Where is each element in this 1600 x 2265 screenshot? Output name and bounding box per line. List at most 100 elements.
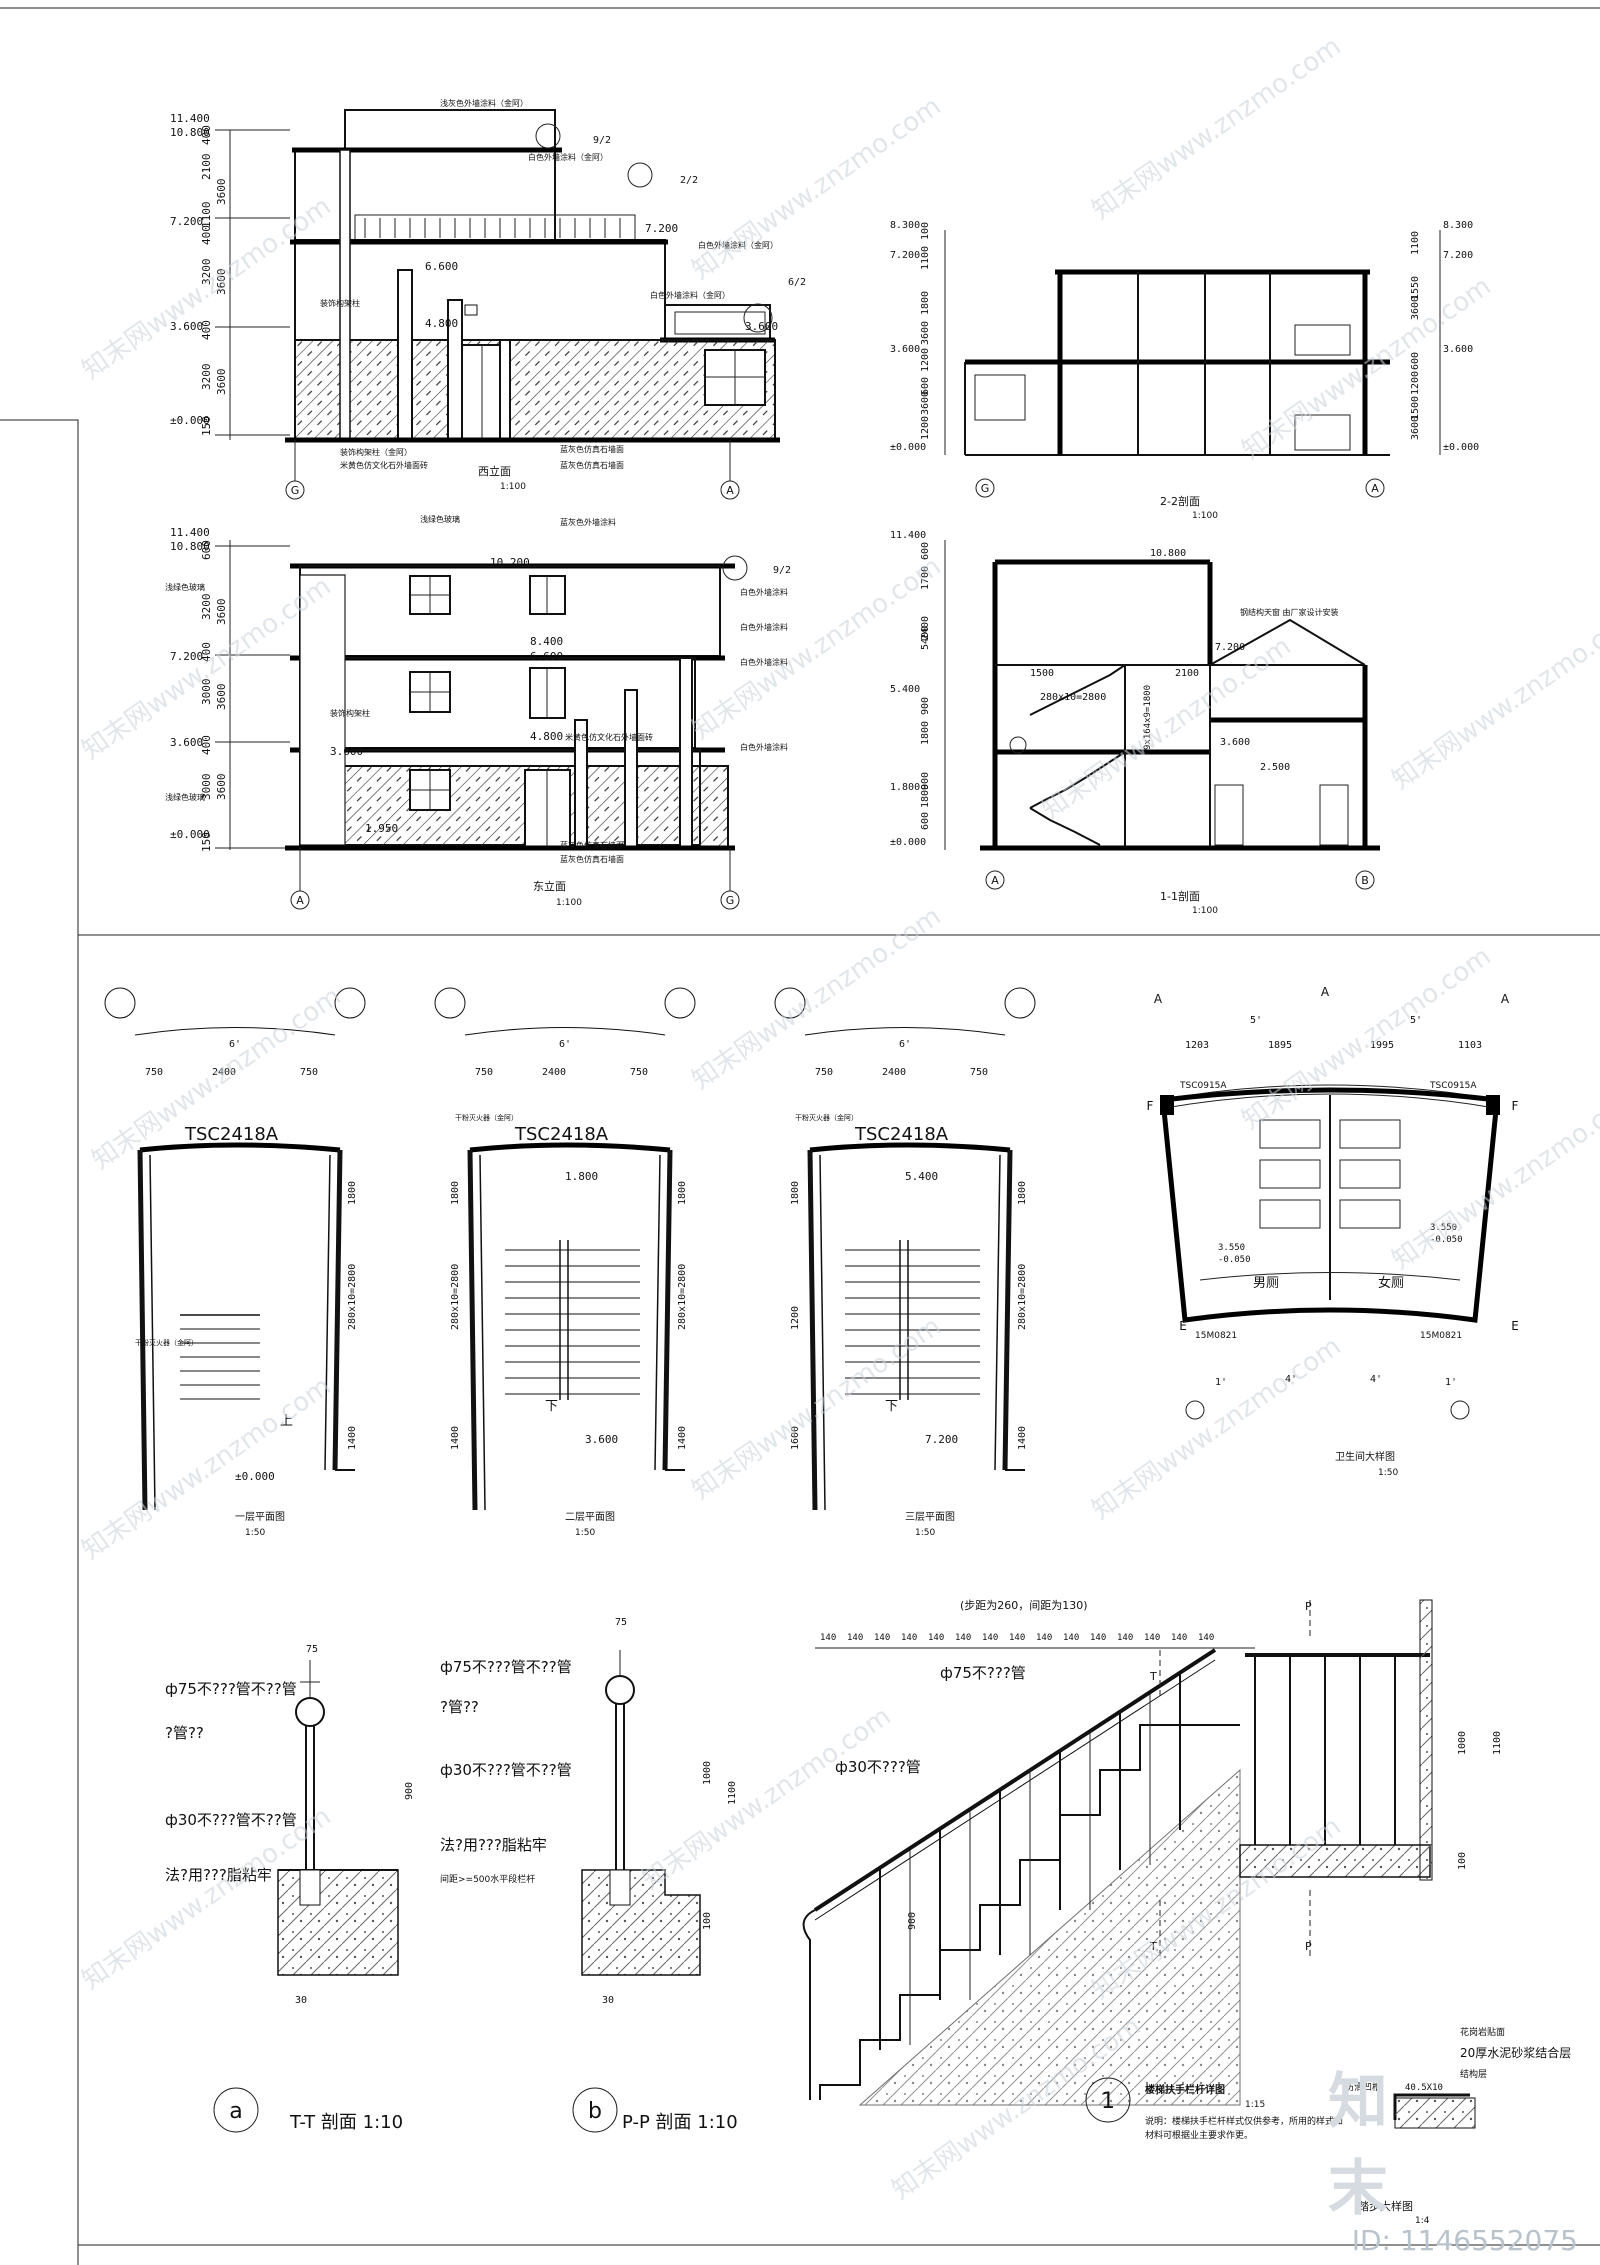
material-note: 浅绿色玻璃 bbox=[420, 514, 460, 524]
stair-dimension: 1500 bbox=[1030, 668, 1054, 679]
dimension: 140 bbox=[1036, 1633, 1052, 1643]
level-mark: 7.200 bbox=[170, 650, 203, 663]
dimension: 2100 bbox=[200, 154, 213, 181]
dimension: 1800 bbox=[790, 1181, 801, 1205]
level-mark: 10.800 bbox=[170, 126, 210, 139]
elevation-mark: 3.600 bbox=[330, 745, 363, 758]
dimension: 1100 bbox=[1492, 1731, 1503, 1755]
dimension: 1' bbox=[1445, 1377, 1457, 1388]
drawing-scale: 1:100 bbox=[1192, 906, 1218, 916]
dimension: 30 bbox=[295, 1995, 307, 2006]
axis-label: A bbox=[726, 484, 734, 497]
sheet-frame bbox=[0, 7, 1600, 2265]
dimension: 750 bbox=[300, 1067, 318, 1078]
dimension: 1400 bbox=[450, 1426, 461, 1450]
elevation-mark: 2.500 bbox=[1260, 762, 1290, 773]
drawing-scale: 1:100 bbox=[500, 482, 526, 492]
pipe-label: ?管?? bbox=[440, 1698, 479, 1716]
dimension: 75 bbox=[306, 1644, 318, 1655]
drawing-scale: 1:50 bbox=[245, 1528, 265, 1538]
dimension: 3600 bbox=[920, 391, 931, 415]
dimension: 1100 bbox=[1410, 231, 1421, 255]
section-cut: T bbox=[1149, 1670, 1157, 1683]
dimension: 6' bbox=[559, 1039, 571, 1050]
dimension: 600 bbox=[200, 540, 213, 560]
section-cut: T bbox=[1149, 1940, 1157, 1953]
axis-label: F bbox=[1512, 1099, 1519, 1113]
pipe-label: 间距>=500水平段栏杆 bbox=[440, 1873, 535, 1885]
source-logo: 知末 bbox=[1328, 2067, 1388, 2224]
dimension: 900 bbox=[920, 772, 931, 790]
dimension: 3200 bbox=[200, 259, 213, 286]
stair-direction: 下 bbox=[885, 1399, 898, 1414]
dimension: 280x10=2800 bbox=[347, 1264, 358, 1330]
dimension: 1200 bbox=[920, 348, 931, 372]
pipe-label: ф75不???管不??管 bbox=[440, 1658, 572, 1676]
stair-direction: 下 bbox=[545, 1399, 558, 1414]
section-cut: P bbox=[1305, 1940, 1312, 1953]
dimension: 140 bbox=[982, 1633, 998, 1643]
material-note: 白色外墙涂料 bbox=[740, 657, 788, 667]
dimension: 5400 bbox=[920, 626, 931, 650]
dimension: 2400 bbox=[920, 616, 931, 640]
dimension: 3600 bbox=[215, 179, 228, 206]
dimension: 400 bbox=[200, 642, 213, 662]
pipe-label: ф75不???管不??管 bbox=[165, 1680, 297, 1698]
dimension: 400 bbox=[200, 225, 213, 245]
elevation-mark: 4.800 bbox=[530, 730, 563, 743]
dimension: 1100 bbox=[200, 202, 213, 229]
dimension: 40.5X10 bbox=[1405, 2083, 1443, 2093]
dimension: 3000 bbox=[200, 774, 213, 801]
dimension: 3600 bbox=[215, 774, 228, 801]
dimension: 1200 bbox=[1410, 371, 1421, 395]
dimension: 3600 bbox=[215, 269, 228, 296]
level-mark: 7.200 bbox=[1443, 250, 1473, 261]
dimension: 1100 bbox=[920, 246, 931, 270]
elevation-mark: 7.200 bbox=[1215, 642, 1245, 653]
dimension: 2400 bbox=[542, 1067, 566, 1078]
section-2-2-labels: 8.3007.2003.600±0.0008.3007.2003.600±0.0… bbox=[890, 220, 1479, 521]
level-mark: ±0.000 bbox=[1443, 442, 1479, 453]
level-mark: 1.800 bbox=[890, 782, 920, 793]
material-note: 结构层 bbox=[1460, 2068, 1487, 2080]
level-mark: ±0.000 bbox=[235, 1470, 275, 1483]
material-note: 白色外墙涂料（金阿） bbox=[528, 152, 608, 162]
elevation-mark: 6.600 bbox=[425, 260, 458, 273]
west-elevation-labels: 11.40010.8007.2003.600±0.000400210036001… bbox=[170, 98, 806, 497]
material-note: 蓝灰色仿真石墙面 bbox=[560, 460, 624, 470]
toilet-plan bbox=[1159, 1084, 1501, 1420]
drawing-title: 西立面 bbox=[478, 464, 511, 478]
material-note: 装饰构架柱（金阿） bbox=[340, 447, 412, 457]
axis-label: G bbox=[726, 894, 735, 907]
railing-note: 材料可根据业主要求作更。 bbox=[1145, 2129, 1253, 2141]
axis-label: A bbox=[1154, 992, 1163, 1006]
extinguisher-note: 干粉灭火器（金阿） bbox=[135, 1338, 198, 1347]
dimension: 3600 bbox=[215, 369, 228, 396]
dimension: 140 bbox=[955, 1633, 971, 1643]
material-note: 白色外墙涂料（金阿） bbox=[650, 290, 730, 300]
level-mark: 5.400 bbox=[890, 684, 920, 695]
pipe-label: ?管?? bbox=[165, 1724, 204, 1742]
axis-label: E bbox=[1511, 1319, 1519, 1333]
dimension: 1200 bbox=[790, 1306, 801, 1330]
dimension: 140 bbox=[1144, 1633, 1160, 1643]
level-mark: 1.800 bbox=[565, 1170, 598, 1183]
level-mark: 8.300 bbox=[1443, 220, 1473, 231]
level-mark: 5.400 bbox=[905, 1170, 938, 1183]
pipe-label: ф30不???管不??管 bbox=[440, 1761, 572, 1779]
level-mark: 3.600 bbox=[170, 320, 203, 333]
extinguisher-note: 干粉灭火器（金阿） bbox=[455, 1113, 518, 1122]
stair-dimension: 2100 bbox=[1175, 668, 1199, 679]
door-tag: 15M0821 bbox=[1195, 1331, 1237, 1341]
window-tag: TSC2418A bbox=[184, 1124, 279, 1145]
level-mark: 3.600 bbox=[1443, 344, 1473, 355]
dimension: 140 bbox=[1009, 1633, 1025, 1643]
dimension: 1800 bbox=[920, 291, 931, 315]
dimension: 140 bbox=[1090, 1633, 1106, 1643]
